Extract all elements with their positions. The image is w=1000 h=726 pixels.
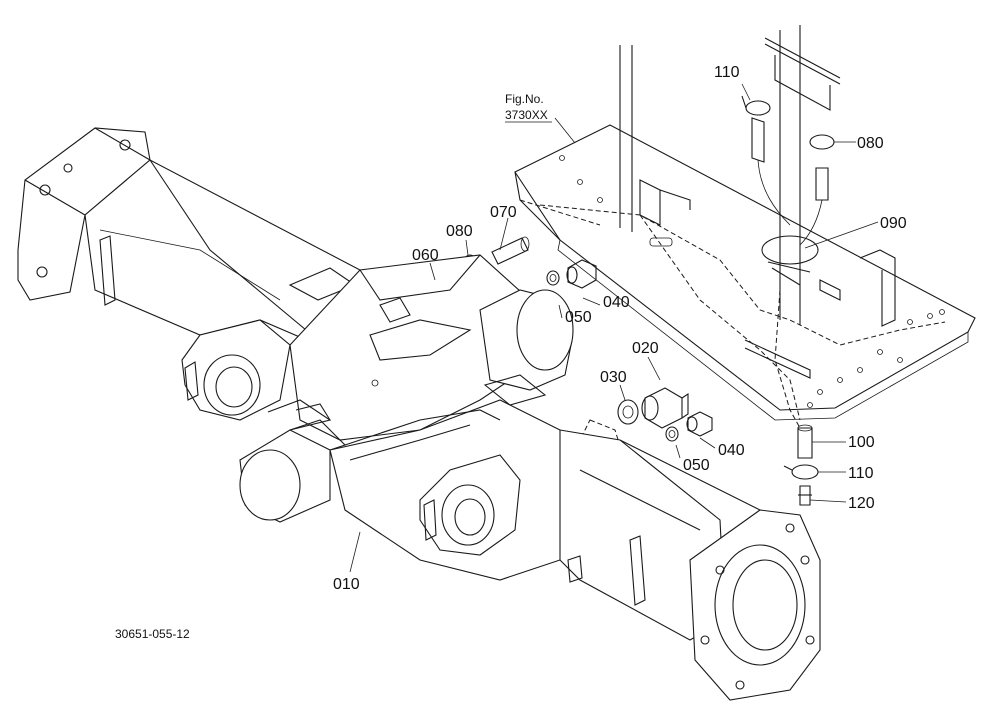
label-120: 120: [848, 495, 875, 512]
label-060: 060: [412, 247, 439, 264]
label-070: 070: [490, 204, 517, 221]
label-040-lower: 040: [718, 442, 745, 459]
label-110-upper: 110: [714, 64, 740, 81]
fig-no-label: Fig.No.: [505, 92, 544, 106]
drawing-code: 30651-055-12: [115, 627, 190, 641]
leader-lines: [349, 83, 879, 573]
fig-no-value: 3730XX: [505, 108, 548, 122]
label-050-lower: 050: [683, 457, 710, 474]
label-080-upper: 080: [857, 135, 884, 152]
label-110-lower: 110: [848, 465, 874, 482]
label-050-upper: 050: [565, 309, 592, 326]
label-010: 010: [333, 576, 360, 593]
label-020: 020: [632, 340, 659, 357]
part-labels: 110 080 090 070 080 060 040 050 020 030 …: [115, 64, 907, 641]
label-090: 090: [880, 215, 907, 232]
axle-housing: [17, 127, 821, 701]
label-080-mid: 080: [446, 223, 473, 240]
label-100: 100: [848, 434, 875, 451]
frame-plate: [514, 25, 976, 421]
label-040-upper: 040: [603, 294, 630, 311]
label-030: 030: [600, 369, 627, 386]
hose-assembly: [741, 95, 835, 506]
